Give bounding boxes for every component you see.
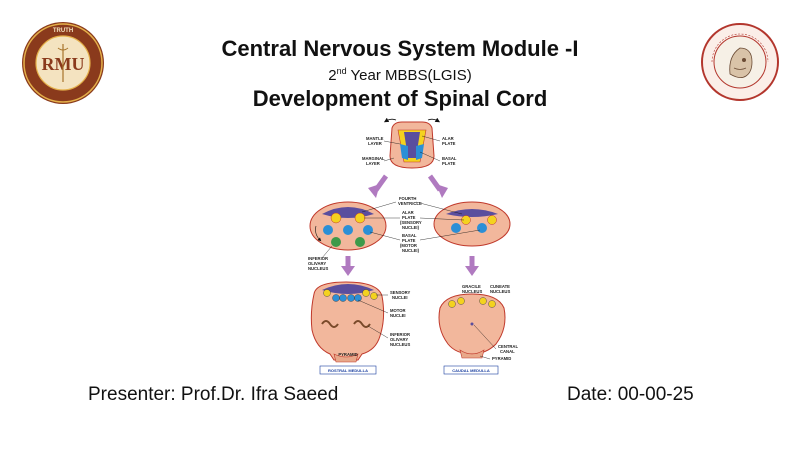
label-sensory-nuclei-2: NUCLEI: [392, 295, 408, 300]
label-alar-sensory-2: PLATE: [402, 215, 416, 220]
year-ordinal: nd: [336, 66, 347, 76]
medulla-development-right: [433, 201, 511, 247]
label-marginal-2: LAYER: [366, 161, 380, 166]
rostral-medulla-section: [310, 281, 385, 363]
year-rest: Year MBBS(LGIS): [346, 67, 472, 84]
label-fourth-ventricle-2: VENTRICLE: [398, 201, 422, 206]
label-inferior-olivary-1: INFERIOR: [308, 256, 328, 261]
caption-rostral-medulla: ROSTRAL MEDULLA: [328, 368, 368, 373]
label-motor-nuclei-2: NUCLEI: [390, 313, 406, 318]
label-mantle-1: MANTLE: [366, 136, 384, 141]
label-alar-sensory-3: (SENSORY: [400, 220, 422, 225]
anatomy-dept-logo: [701, 23, 779, 101]
logo-top-text: TRUTH: [53, 28, 73, 34]
label-inferior-olivary-b-3: NUCLEUS: [390, 342, 410, 347]
topic-title: Development of Spinal Cord: [252, 86, 548, 111]
label-basal-1: BASAL: [442, 156, 457, 161]
year-number: 2: [328, 67, 337, 84]
label-alar-sensory-1: ALAR: [402, 210, 414, 215]
label-basal-motor-2: PLATE: [402, 238, 416, 243]
label-central-canal-2: CANAL: [500, 349, 515, 354]
date-text: Date: 00-00-25: [567, 384, 694, 405]
presenter-text: Presenter: Prof.Dr. Ifra Saeed: [88, 384, 339, 405]
label-cuneate-1: CUNEATE: [490, 284, 510, 289]
label-basal-motor-3: (MOTOR: [400, 243, 417, 248]
caption-caudal-medulla: CAUDAL MEDULLA: [452, 368, 490, 373]
label-inferior-olivary-b-1: INFERIOR: [390, 332, 410, 337]
rmu-logo: TRUTH RMU: [22, 22, 104, 104]
label-inferior-olivary-2: OLIVARY: [308, 261, 326, 266]
label-motor-nuclei-1: MOTOR: [390, 308, 406, 313]
spinal-cord-development-diagram: MANTLE LAYER MARGINAL LAYER ALAR PLATE B…: [308, 118, 518, 375]
medulla-development-left: [309, 201, 387, 251]
label-pyramid: PYRAMID: [338, 352, 357, 357]
label-cuneate-2: NUCLEUS: [490, 289, 510, 294]
label-pyramid-2: PYRAMID: [492, 356, 511, 361]
label-marginal-1: MARGINAL: [362, 156, 385, 161]
module-title: Central Nervous System Module -I: [221, 36, 579, 61]
label-basal-motor-4: NUCLEI): [402, 248, 420, 253]
label-gracile-2: NUCLEUS: [462, 289, 482, 294]
label-alar-sensory-4: NUCLEI): [402, 225, 420, 230]
label-sensory-nuclei-1: SENSORY: [390, 290, 411, 295]
caudal-medulla-section: [438, 293, 506, 359]
label-central-canal-1: CENTRAL: [498, 344, 518, 349]
label-fourth-ventricle-1: FOURTH: [399, 196, 416, 201]
year-subtitle: 2nd Year MBBS(LGIS): [0, 66, 800, 84]
neural-tube-section: [383, 118, 441, 169]
label-gracile-1: GRACILE: [462, 284, 481, 289]
label-inferior-olivary-b-2: OLIVARY: [390, 337, 408, 342]
label-basal-2: PLATE: [442, 161, 456, 166]
label-alar-2: PLATE: [442, 141, 456, 146]
label-inferior-olivary-3: NUCLEUS: [308, 266, 328, 271]
label-mantle-2: LAYER: [368, 141, 382, 146]
label-basal-motor-1: BASAL: [402, 233, 417, 238]
label-alar-1: ALAR: [442, 136, 454, 141]
